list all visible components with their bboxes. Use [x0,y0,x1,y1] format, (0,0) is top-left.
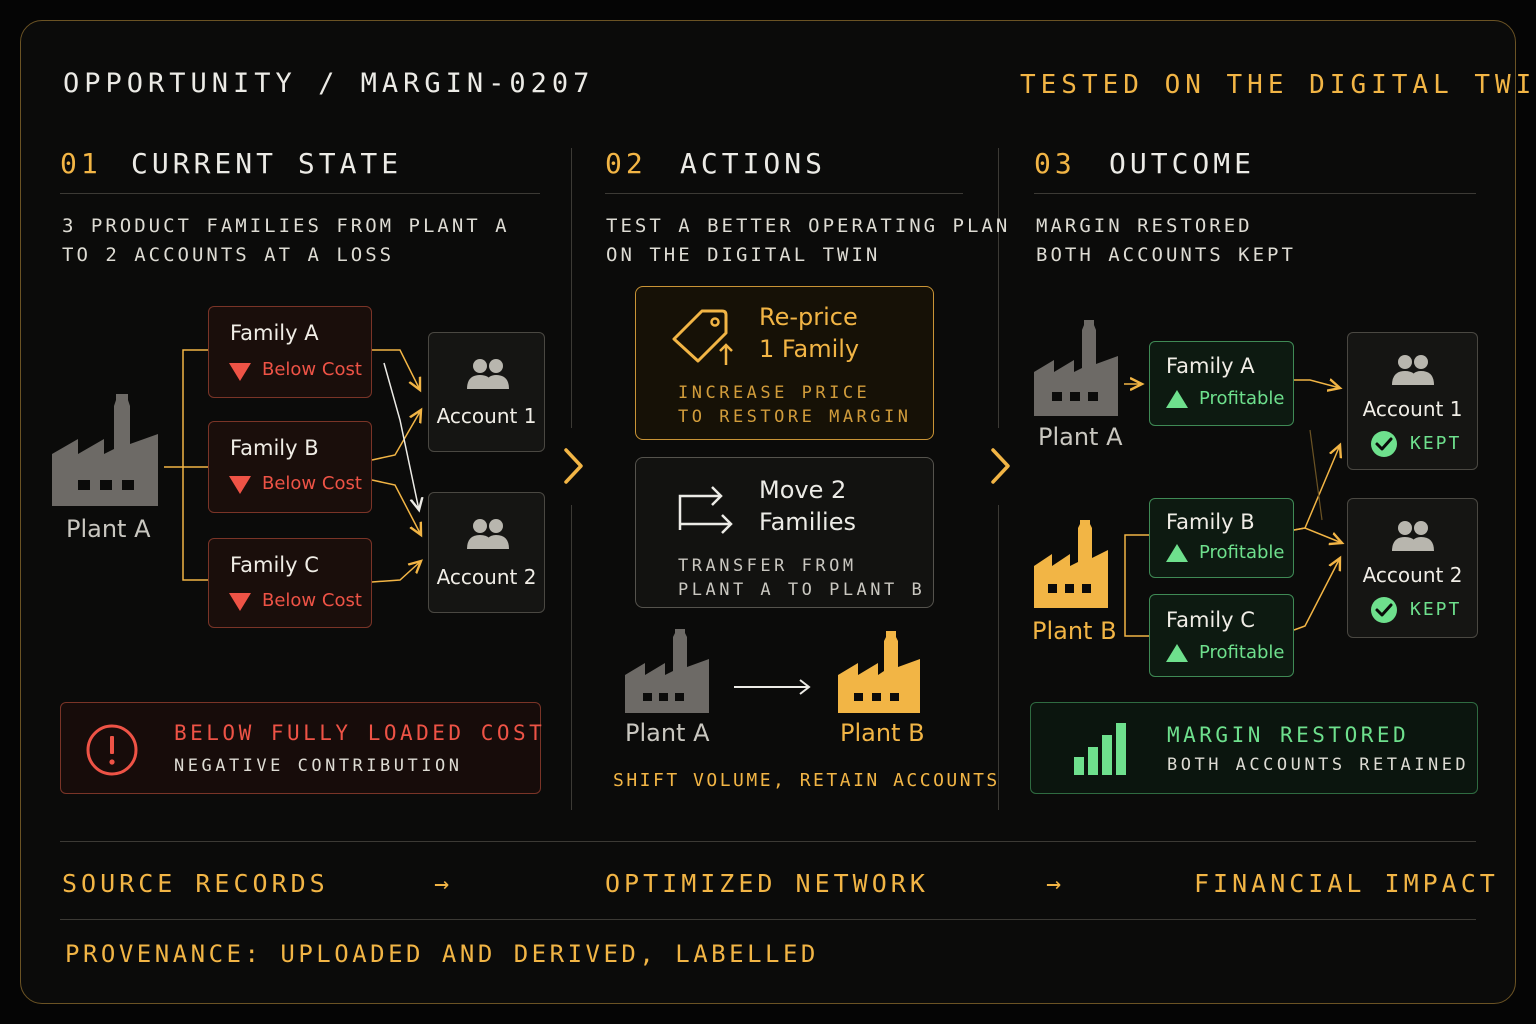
chevron-right-icon [564,448,583,484]
family-name: Family A [1166,354,1255,378]
plant-b-label: Plant B [840,719,925,747]
family-b-card: Family B Profitable [1149,498,1294,578]
family-name: Family C [1166,608,1255,632]
move-subtitle: TRANSFER FROM PLANT A TO PLANT B [678,556,926,600]
account-name: Account 1 [436,404,537,428]
account-name: Account 2 [436,565,537,589]
check-circle-icon [1371,597,1397,623]
users-icon [467,359,509,389]
column-divider [998,148,999,428]
footer-rule [60,841,1476,842]
factory-icon [838,631,920,713]
check-circle-icon [1371,431,1397,457]
account-1-card: Account 1 KEPT [1347,332,1478,470]
up-triangle-icon [1166,390,1188,408]
family-c-card: Family C Profitable [1149,594,1294,677]
section-title: CURRENT STATE [131,147,403,180]
alert-subtitle: NEGATIVE CONTRIBUTION [174,756,463,776]
margin-summary: MARGIN RESTORED BOTH ACCOUNTS RETAINED [1030,702,1478,794]
transfer-arrows-icon [678,486,733,534]
family-b-card: Family B Below Cost [208,421,372,513]
family-a-card: Family A Below Cost [208,306,372,398]
move-title: Move 2 Families [759,476,856,536]
section-number: 01 [60,147,102,180]
family-status: Below Cost [262,590,362,611]
footer-optimized-network: OPTIMIZED NETWORK [605,869,929,898]
plant-a-label: Plant A [66,515,151,543]
footer-arrow: → [1046,869,1066,898]
down-triangle-icon [229,476,251,494]
family-name: Family B [230,436,319,460]
account-2-card: Account 2 [428,492,545,613]
plant-b-label: Plant B [1032,617,1117,645]
up-triangle-icon [1166,644,1188,662]
family-a-card: Family A Profitable [1149,341,1294,426]
section-title: ACTIONS [680,147,827,180]
account-2-card: Account 2 KEPT [1347,498,1478,638]
reprice-action-card: Re-price 1 Family INCREASE PRICE TO REST… [635,286,934,440]
reprice-title: Re-price 1 Family [759,303,860,363]
account-name: Account 1 [1362,397,1463,421]
family-status: Below Cost [262,473,362,494]
chevron-right-icon [991,448,1010,484]
plant-a-label: Plant A [625,719,710,747]
plant-a-label: Plant A [1038,423,1123,451]
bar-chart-icon [1074,723,1126,775]
family-status: Profitable [1199,388,1285,409]
section-desc: TEST A BETTER OPERATING PLAN ON THE DIGI… [606,215,1011,266]
up-triangle-icon [1166,544,1188,562]
shift-caption: SHIFT VOLUME, RETAIN ACCOUNTS [613,770,1000,791]
family-c-card: Family C Below Cost [208,538,372,628]
column-divider [571,148,572,428]
account-status: KEPT [1410,599,1462,620]
reprice-subtitle: INCREASE PRICE TO RESTORE MARGIN [678,383,912,427]
footer-rule [60,919,1476,920]
column-divider [998,505,999,810]
section-rule [1034,193,1476,194]
section-desc: 3 PRODUCT FAMILIES FROM PLANT A TO 2 ACC… [62,215,510,266]
opportunity-title: OPPORTUNITY / MARGIN-0207 [63,68,595,99]
factory-icon [625,629,709,713]
tested-label: TESTED ON THE DIGITAL TWIN [1020,70,1536,100]
transfer-arrow [734,679,811,695]
section-rule [60,193,540,194]
footer-source-records: SOURCE RECORDS [62,869,329,898]
column-divider [571,505,572,810]
down-triangle-icon [229,363,251,381]
family-name: Family A [230,321,319,345]
users-icon [1392,521,1434,551]
factory-icon [1034,320,1118,416]
section-desc: MARGIN RESTORED BOTH ACCOUNTS KEPT [1036,215,1296,266]
users-icon [467,519,509,549]
summary-title: MARGIN RESTORED [1167,723,1410,747]
family-name: Family C [230,553,319,577]
account-status: KEPT [1410,433,1462,454]
family-status: Profitable [1199,542,1285,563]
factory-icon [52,394,158,506]
provenance-note: PROVENANCE: UPLOADED AND DERIVED, LABELL… [65,940,819,968]
section-number: 02 [605,147,647,180]
alert-title: BELOW FULLY LOADED COST [174,721,546,745]
move-families-card: Move 2 Families TRANSFER FROM PLANT A TO… [635,457,934,608]
factory-icon [1034,520,1108,608]
account-name: Account 2 [1362,563,1463,587]
family-name: Family B [1166,510,1255,534]
down-triangle-icon [229,593,251,611]
section-title: OUTCOME [1109,147,1256,180]
family-status: Profitable [1199,642,1285,663]
footer-financial-impact: FINANCIAL IMPACT [1194,869,1499,898]
account-1-card: Account 1 [428,332,545,452]
footer-arrow: → [434,869,454,898]
users-icon [1392,355,1434,385]
alert-circle-icon [86,724,138,776]
section-rule [605,193,963,194]
cost-alert: BELOW FULLY LOADED COST NEGATIVE CONTRIB… [60,702,542,794]
summary-subtitle: BOTH ACCOUNTS RETAINED [1167,755,1470,775]
section-number: 03 [1034,147,1076,180]
price-tag-icon [672,309,733,365]
family-status: Below Cost [262,359,362,380]
